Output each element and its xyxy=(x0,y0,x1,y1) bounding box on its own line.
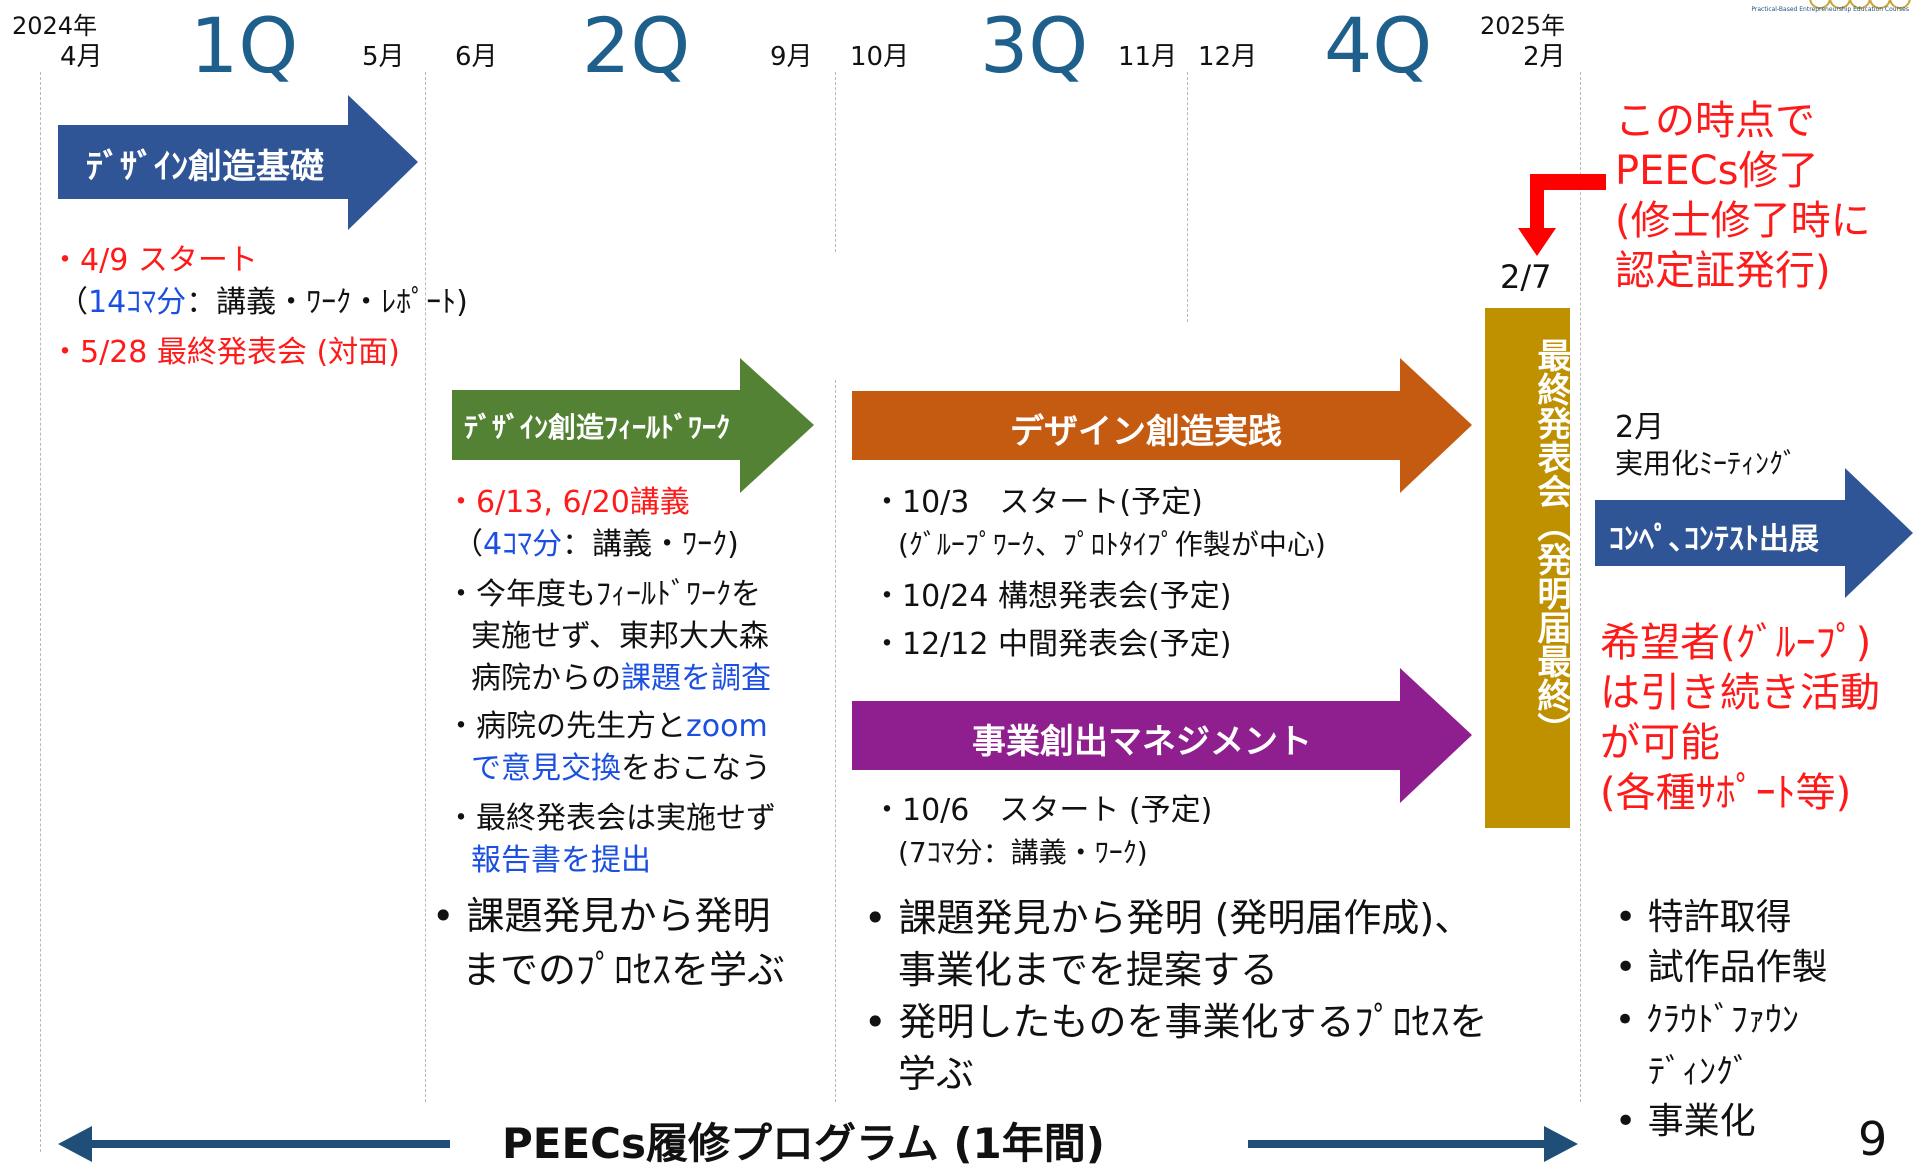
end-year: 2025年 xyxy=(1480,12,1566,40)
continue-note-line3: が可能 xyxy=(1600,720,1720,766)
q3-goal1-line2: 事業化までを提案する xyxy=(898,948,1279,992)
q3-group-work: (ｸﾞﾙｰﾌﾟﾜｰｸ、ﾌﾟﾛﾄﾀｲﾌﾟ作製が中心) xyxy=(898,528,1326,561)
program-arrow-left xyxy=(58,1124,450,1164)
divider-q2-q3-bottom xyxy=(835,380,836,1102)
month-february: 2月 xyxy=(1523,42,1566,72)
q3-goal2-line1: • 発明したものを事業化するﾌﾟﾛｾｽを xyxy=(864,1000,1488,1044)
divider-q1-q2 xyxy=(425,72,426,1102)
logo-graphic xyxy=(1809,0,1911,9)
final-presentation-box: 最終発表会（発明届最終） xyxy=(1485,308,1571,828)
q3-mgmt-start: ・10/6 スタート (予定) xyxy=(872,793,1213,828)
month-october: 10月 xyxy=(850,42,910,72)
completion-note-line2: PEECs修了 xyxy=(1615,148,1819,194)
month-december: 12月 xyxy=(1198,42,1258,72)
q2-bullet3-line1: ・最終発表会は実施せず xyxy=(446,801,776,836)
arrow-shape xyxy=(852,358,1472,493)
continue-note-line2: は引き続き活動 xyxy=(1600,670,1880,716)
continue-note-line1: 希望者(ｸﾞﾙｰﾌﾟ) xyxy=(1600,620,1872,666)
q1-lecture-count: （14ｺﾏ分：講義・ﾜｰｸ・ﾚﾎﾟｰﾄ) xyxy=(58,285,468,320)
left-arrowhead xyxy=(58,1126,450,1162)
arrow-shape xyxy=(1595,468,1913,598)
q2-bullet3-line2: 報告書を提出 xyxy=(471,843,651,878)
month-may: 5月 xyxy=(362,42,405,72)
program-arrow-right xyxy=(1248,1124,1578,1164)
q2-bullet1-line3: 病院からの課題を調査 xyxy=(471,661,771,696)
divider-start xyxy=(40,72,41,1152)
design-basics-label: ﾃﾞｻﾞｲﾝ創造基礎 xyxy=(86,147,324,187)
month-september: 9月 xyxy=(770,42,813,72)
fieldwork-label: ﾃﾞｻﾞｲﾝ創造ﾌｨｰﾙﾄﾞﾜｰｸ xyxy=(464,411,731,444)
q2-bullet1-line1: ・今年度もﾌｨｰﾙﾄﾞﾜｰｸを xyxy=(446,577,761,612)
outcome-commercialization: • 事業化 xyxy=(1615,1101,1756,1142)
completion-note-line3: (修士修了時に xyxy=(1615,198,1871,244)
quarter-3q: 3Q xyxy=(980,1,1089,90)
month-november: 11月 xyxy=(1118,42,1178,72)
arrow-shape xyxy=(852,668,1472,803)
competition-arrow: ｺﾝﾍﾟ､ｺﾝﾃｽﾄ出展 xyxy=(1595,468,1913,598)
feb-label: 2月 xyxy=(1615,410,1665,445)
arrow-shape xyxy=(452,358,814,493)
continue-note-line4: (各種ｻﾎﾟｰﾄ等) xyxy=(1600,770,1852,816)
q3-start: ・10/3 スタート(予定) xyxy=(872,485,1203,520)
completion-note-line1: この時点で xyxy=(1615,98,1815,144)
design-practice-label: デザイン創造実践 xyxy=(1010,412,1282,452)
q2-lectures: ・6/13, 6/20講義 xyxy=(446,485,690,520)
month-april: 4月 xyxy=(60,42,103,72)
q2-goal-line2: までのﾌﾟﾛｾｽを学ぶ xyxy=(462,948,786,992)
design-basics-arrow: ﾃﾞｻﾞｲﾝ創造基礎 xyxy=(58,95,418,230)
quarter-1q: 1Q xyxy=(190,1,299,90)
quarter-4q: 4Q xyxy=(1324,1,1433,90)
outcome-crowdfunding-line1: • ｸﾗｳﾄﾞﾌｧｳﾝ xyxy=(1615,1000,1799,1040)
completion-note-line4: 認定証発行) xyxy=(1615,248,1831,294)
start-year: 2024年 xyxy=(12,12,98,40)
month-june: 6月 xyxy=(455,42,498,72)
divider-q3-q4 xyxy=(1187,72,1188,322)
final-date: 2/7 xyxy=(1500,258,1552,296)
q3-concept-presentation: ・10/24 構想発表会(予定) xyxy=(872,579,1232,614)
q2-bullet1-line2: 実施せず、東邦大大森 xyxy=(471,619,769,654)
q3-goal1-line1: • 課題発見から発明 (発明届作成)、 xyxy=(864,896,1473,940)
arrow-shape xyxy=(58,95,418,230)
q2-lecture-count: （4ｺﾏ分：講義・ﾜｰｸ) xyxy=(453,527,739,562)
q3-goal2-line2: 学ぶ xyxy=(898,1052,975,1096)
pointer-arrow-shape xyxy=(1518,174,1606,256)
logo-text: Practical-Based Entrepreneurship Educati… xyxy=(1751,6,1909,13)
outcome-patent: • 特許取得 xyxy=(1615,897,1792,938)
business-creation-label: 事業創出マネジメント xyxy=(972,722,1312,762)
meeting-label: 実用化ﾐｰﾃｨﾝｸﾞ xyxy=(1615,447,1798,480)
q1-start: ・4/9 スタート xyxy=(50,243,258,278)
q2-bullet2-line1: ・病院の先生方とzoom xyxy=(446,709,768,744)
q3-interim-presentation: ・12/12 中間発表会(予定) xyxy=(872,627,1232,662)
divider-end xyxy=(1580,72,1581,1102)
design-practice-arrow: デザイン創造実践 xyxy=(852,358,1472,493)
quarter-2q: 2Q xyxy=(582,1,691,90)
competition-label: ｺﾝﾍﾟ､ｺﾝﾃｽﾄ出展 xyxy=(1609,522,1819,557)
completion-pointer-arrow xyxy=(1510,168,1606,258)
page-number: 9 xyxy=(1858,1112,1888,1166)
q1-final: ・5/28 最終発表会 (対面) xyxy=(50,335,400,370)
right-arrowhead xyxy=(1248,1126,1578,1162)
q3-mgmt-lecture-count: (7ｺﾏ分：講義・ﾜｰｸ) xyxy=(898,836,1148,869)
fieldwork-arrow: ﾃﾞｻﾞｲﾝ創造ﾌｨｰﾙﾄﾞﾜｰｸ xyxy=(452,358,814,493)
outcome-crowdfunding-line2: ﾃﾞｨﾝｸﾞ xyxy=(1648,1052,1750,1092)
q2-bullet2-line2: で意見交換をおこなう xyxy=(471,751,771,786)
logo: Practical-Based Entrepreneurship Educati… xyxy=(1700,0,1915,16)
business-creation-arrow: 事業創出マネジメント xyxy=(852,668,1472,803)
q2-goal-line1: • 課題発見から発明 xyxy=(432,894,771,938)
final-presentation-label: 最終発表会（発明届最終） xyxy=(1531,338,1571,746)
outcome-prototype: • 試作品作製 xyxy=(1615,947,1828,988)
program-title: PEECs履修プログラム (1年間) xyxy=(502,1119,1105,1168)
divider-q2-q3-top xyxy=(835,72,836,252)
